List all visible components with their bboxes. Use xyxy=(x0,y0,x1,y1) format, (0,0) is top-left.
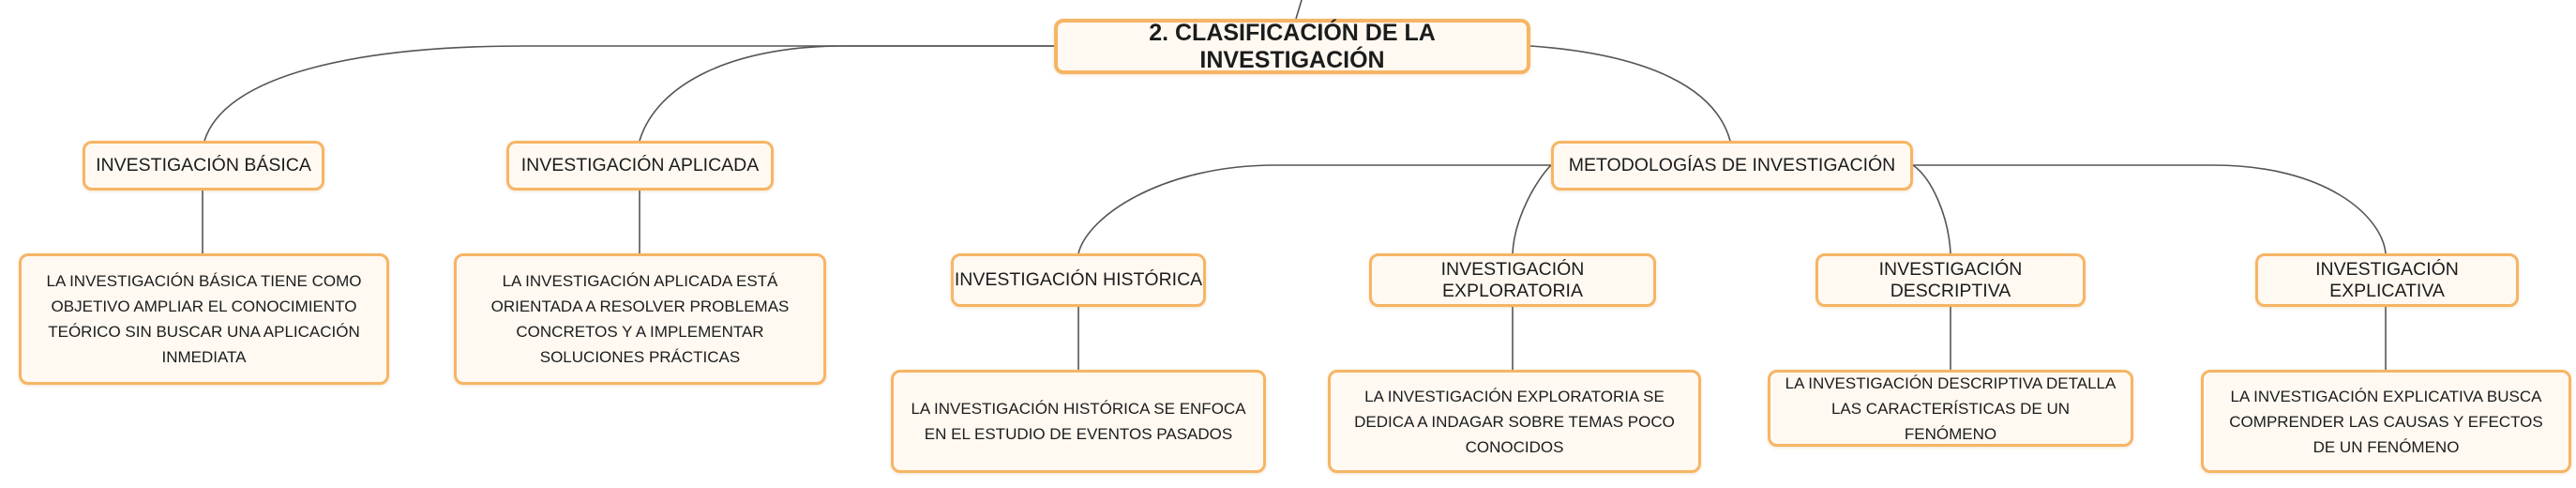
desc-investigacion-aplicada[interactable]: LA INVESTIGACIÓN APLICADA ESTÁ ORIENTADA… xyxy=(454,253,826,385)
node-investigacion-historica-label: INVESTIGACIÓN HISTÓRICA xyxy=(954,269,1203,290)
connector-root-aplicada xyxy=(639,45,1054,142)
node-investigacion-descriptiva-label: INVESTIGACIÓN DESCRIPTIVA xyxy=(1878,258,2023,301)
node-investigacion-basica-label: INVESTIGACIÓN BÁSICA xyxy=(96,155,311,175)
connector-metodologias-exploratoria xyxy=(1512,164,1552,254)
connector-root-metodologias xyxy=(1529,45,1731,142)
desc-investigacion-explicativa[interactable]: LA INVESTIGACIÓN EXPLICATIVA BUSCA COMPR… xyxy=(2201,370,2571,473)
desc-investigacion-basica-text: LA INVESTIGACIÓN BÁSICA TIENE COMO OBJET… xyxy=(46,272,362,366)
desc-investigacion-exploratoria[interactable]: LA INVESTIGACIÓN EXPLORATORIA SE DEDICA … xyxy=(1328,370,1701,473)
node-investigacion-aplicada[interactable]: INVESTIGACIÓN APLICADA xyxy=(506,141,774,191)
desc-investigacion-exploratoria-text: LA INVESTIGACIÓN EXPLORATORIA SE DEDICA … xyxy=(1354,387,1675,456)
connector-root-incoming xyxy=(1295,0,1303,20)
node-investigacion-exploratoria[interactable]: INVESTIGACIÓN EXPLORATORIA xyxy=(1369,253,1656,307)
node-investigacion-historica[interactable]: INVESTIGACIÓN HISTÓRICA xyxy=(951,253,1206,307)
node-metodologias[interactable]: METODOLOGÍAS DE INVESTIGACIÓN xyxy=(1551,141,1913,191)
node-investigacion-basica[interactable]: INVESTIGACIÓN BÁSICA xyxy=(83,141,324,191)
connector-metodologias-descriptiva xyxy=(1912,164,1951,254)
desc-investigacion-aplicada-text: LA INVESTIGACIÓN APLICADA ESTÁ ORIENTADA… xyxy=(490,272,790,366)
node-metodologias-label: METODOLOGÍAS DE INVESTIGACIÓN xyxy=(1568,155,1896,175)
root-node-label: 2. CLASIFICACIÓN DE LA INVESTIGACIÓN xyxy=(1149,19,1436,73)
connector-root-basica xyxy=(203,45,1054,142)
desc-investigacion-descriptiva-text: LA INVESTIGACIÓN DESCRIPTIVA DETALLA LAS… xyxy=(1785,374,2117,443)
connector-metodologias-explicativa xyxy=(1913,164,2387,254)
node-investigacion-explicativa-label: INVESTIGACIÓN EXPLICATIVA xyxy=(2315,258,2459,301)
node-investigacion-explicativa[interactable]: INVESTIGACIÓN EXPLICATIVA xyxy=(2255,253,2519,307)
desc-investigacion-basica[interactable]: LA INVESTIGACIÓN BÁSICA TIENE COMO OBJET… xyxy=(19,253,389,385)
connector-metodologias-historica xyxy=(1077,164,1551,254)
desc-investigacion-historica-text: LA INVESTIGACIÓN HISTÓRICA SE ENFOCA EN … xyxy=(911,400,1246,443)
node-investigacion-aplicada-label: INVESTIGACIÓN APLICADA xyxy=(520,155,760,175)
desc-investigacion-descriptiva[interactable]: LA INVESTIGACIÓN DESCRIPTIVA DETALLA LAS… xyxy=(1768,370,2133,447)
node-investigacion-descriptiva[interactable]: INVESTIGACIÓN DESCRIPTIVA xyxy=(1815,253,2086,307)
desc-investigacion-historica[interactable]: LA INVESTIGACIÓN HISTÓRICA SE ENFOCA EN … xyxy=(891,370,1266,473)
root-node[interactable]: 2. CLASIFICACIÓN DE LA INVESTIGACIÓN xyxy=(1054,19,1530,74)
desc-investigacion-explicativa-text: LA INVESTIGACIÓN EXPLICATIVA BUSCA COMPR… xyxy=(2229,387,2543,456)
node-investigacion-exploratoria-label: INVESTIGACIÓN EXPLORATORIA xyxy=(1440,258,1585,301)
